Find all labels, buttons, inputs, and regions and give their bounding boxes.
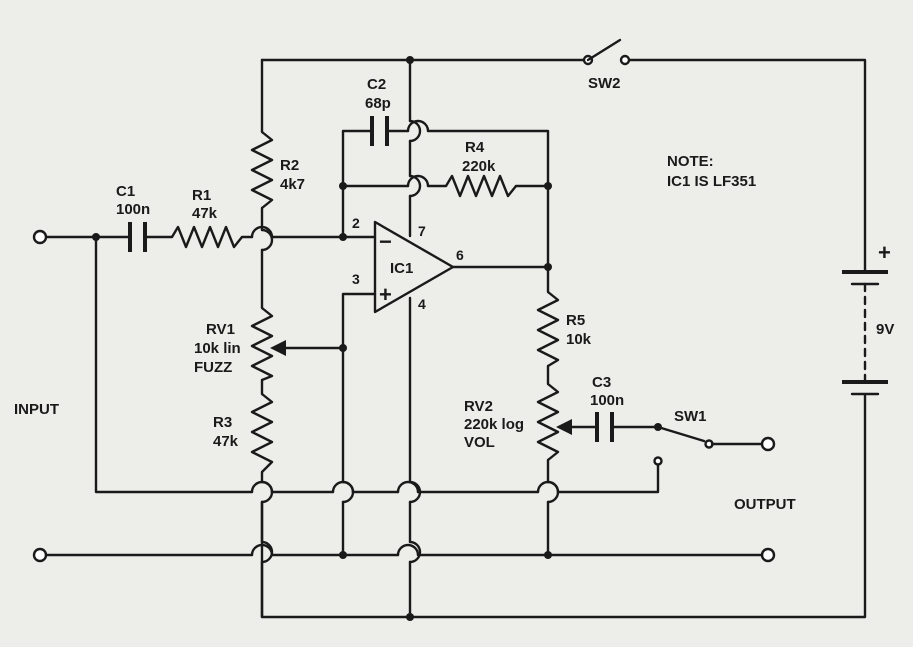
- ic-rail-hop-3: [408, 480, 422, 504]
- ground-hop-1: [250, 543, 274, 557]
- junction-input: [92, 233, 100, 241]
- rv1-name-label: RV1: [206, 321, 235, 338]
- ic1-name-label: IC1: [390, 260, 413, 277]
- input-jack-signal[interactable]: [32, 229, 48, 245]
- ic-rail-hop-1: [408, 119, 422, 143]
- capacitor-c2: [370, 116, 389, 146]
- input-label: INPUT: [14, 401, 59, 418]
- c3-name-label: C3: [592, 374, 611, 391]
- battery-9v: [842, 270, 888, 396]
- note-title: NOTE:: [667, 153, 714, 170]
- positive-supply-rail: [260, 58, 867, 619]
- opamp-ic1: [373, 220, 455, 314]
- ic1-pin7-label: 7: [418, 223, 426, 239]
- c1-value-label: 100n: [116, 201, 150, 218]
- r3-value-label: 47k: [213, 433, 239, 450]
- ic1-plus-sign: +: [379, 282, 392, 307]
- note-text: IC1 IS LF351: [667, 173, 756, 190]
- resistor-r4: [444, 174, 517, 198]
- ic1-pin2-label: 2: [352, 215, 360, 231]
- resistor-r2: [250, 131, 274, 209]
- input-wiring: [44, 235, 660, 494]
- rv1-value-label: 10k lin: [194, 340, 241, 357]
- junction-ic-ground: [406, 613, 414, 621]
- r5-name-label: R5: [566, 312, 585, 329]
- junction-ground-1: [339, 551, 347, 559]
- battery-plus-sign: +: [878, 240, 891, 265]
- bypass-hop-1: [250, 480, 274, 494]
- r2-name-label: R2: [280, 157, 299, 174]
- feedback-wiring: [341, 129, 550, 269]
- c3-value-label: 100n: [590, 392, 624, 409]
- r2-value-label: 4k7: [280, 176, 305, 193]
- capacitor-c3: [595, 412, 614, 442]
- r3-name-label: R3: [213, 414, 232, 431]
- output-chain-hop: [546, 480, 560, 504]
- c2-name-label: C2: [367, 76, 386, 93]
- noninverting-wiring: [341, 292, 377, 557]
- sw2-name-label: SW2: [588, 75, 621, 92]
- sw1-name-label: SW1: [674, 408, 707, 425]
- rv2-function-label: VOL: [464, 434, 495, 451]
- ic-rail-hop-2: [408, 174, 422, 198]
- rv1-function-label: FUZZ: [194, 359, 232, 376]
- input-cross-hop: [250, 225, 274, 239]
- feedback-hop-1: [406, 119, 430, 133]
- bypass-hop-3: [396, 480, 420, 494]
- ic1-minus-sign: −: [379, 229, 392, 254]
- bypass-switch-sw1[interactable]: [653, 423, 764, 466]
- resistor-r3: [250, 393, 274, 473]
- r4-name-label: R4: [465, 139, 485, 156]
- ic1-pin4-label: 4: [418, 296, 426, 312]
- junction-ground-2: [544, 551, 552, 559]
- r1-value-label: 47k: [192, 205, 218, 222]
- ic-rail-hop-4: [408, 540, 422, 564]
- r1-name-label: R1: [192, 187, 211, 204]
- ground-hop-2: [396, 543, 420, 557]
- potentiometer-rv1[interactable]: [250, 307, 344, 382]
- capacitor-c1: [128, 222, 147, 252]
- output-jack-signal[interactable]: [760, 436, 776, 452]
- rv2-value-label: 220k log: [464, 416, 524, 433]
- r4-value-label: 220k: [462, 158, 496, 175]
- output-label: OUTPUT: [734, 496, 796, 513]
- r5-value-label: 10k: [566, 331, 592, 348]
- input-jack-ground[interactable]: [32, 547, 48, 563]
- junction-fuzz-wiper: [339, 344, 347, 352]
- battery-voltage-label: 9V: [876, 321, 894, 338]
- junction-feedback-left: [339, 182, 347, 190]
- noninverting-hop: [341, 480, 355, 504]
- resistor-r1: [170, 225, 243, 249]
- junction-feedback-right: [544, 182, 552, 190]
- ic1-pin6-label: 6: [456, 247, 464, 263]
- rv2-name-label: RV2: [464, 398, 493, 415]
- c2-value-label: 68p: [365, 95, 391, 112]
- junction-inverting: [339, 233, 347, 241]
- c1-name-label: C1: [116, 183, 135, 200]
- left-rail-hop-1: [260, 228, 274, 252]
- ic1-pin3-label: 3: [352, 271, 360, 287]
- output-jack-ground[interactable]: [760, 547, 776, 563]
- potentiometer-rv2[interactable]: [536, 383, 598, 461]
- feedback-hop-2: [406, 174, 430, 188]
- power-switch-sw2[interactable]: [582, 38, 631, 66]
- resistor-r5: [536, 291, 560, 368]
